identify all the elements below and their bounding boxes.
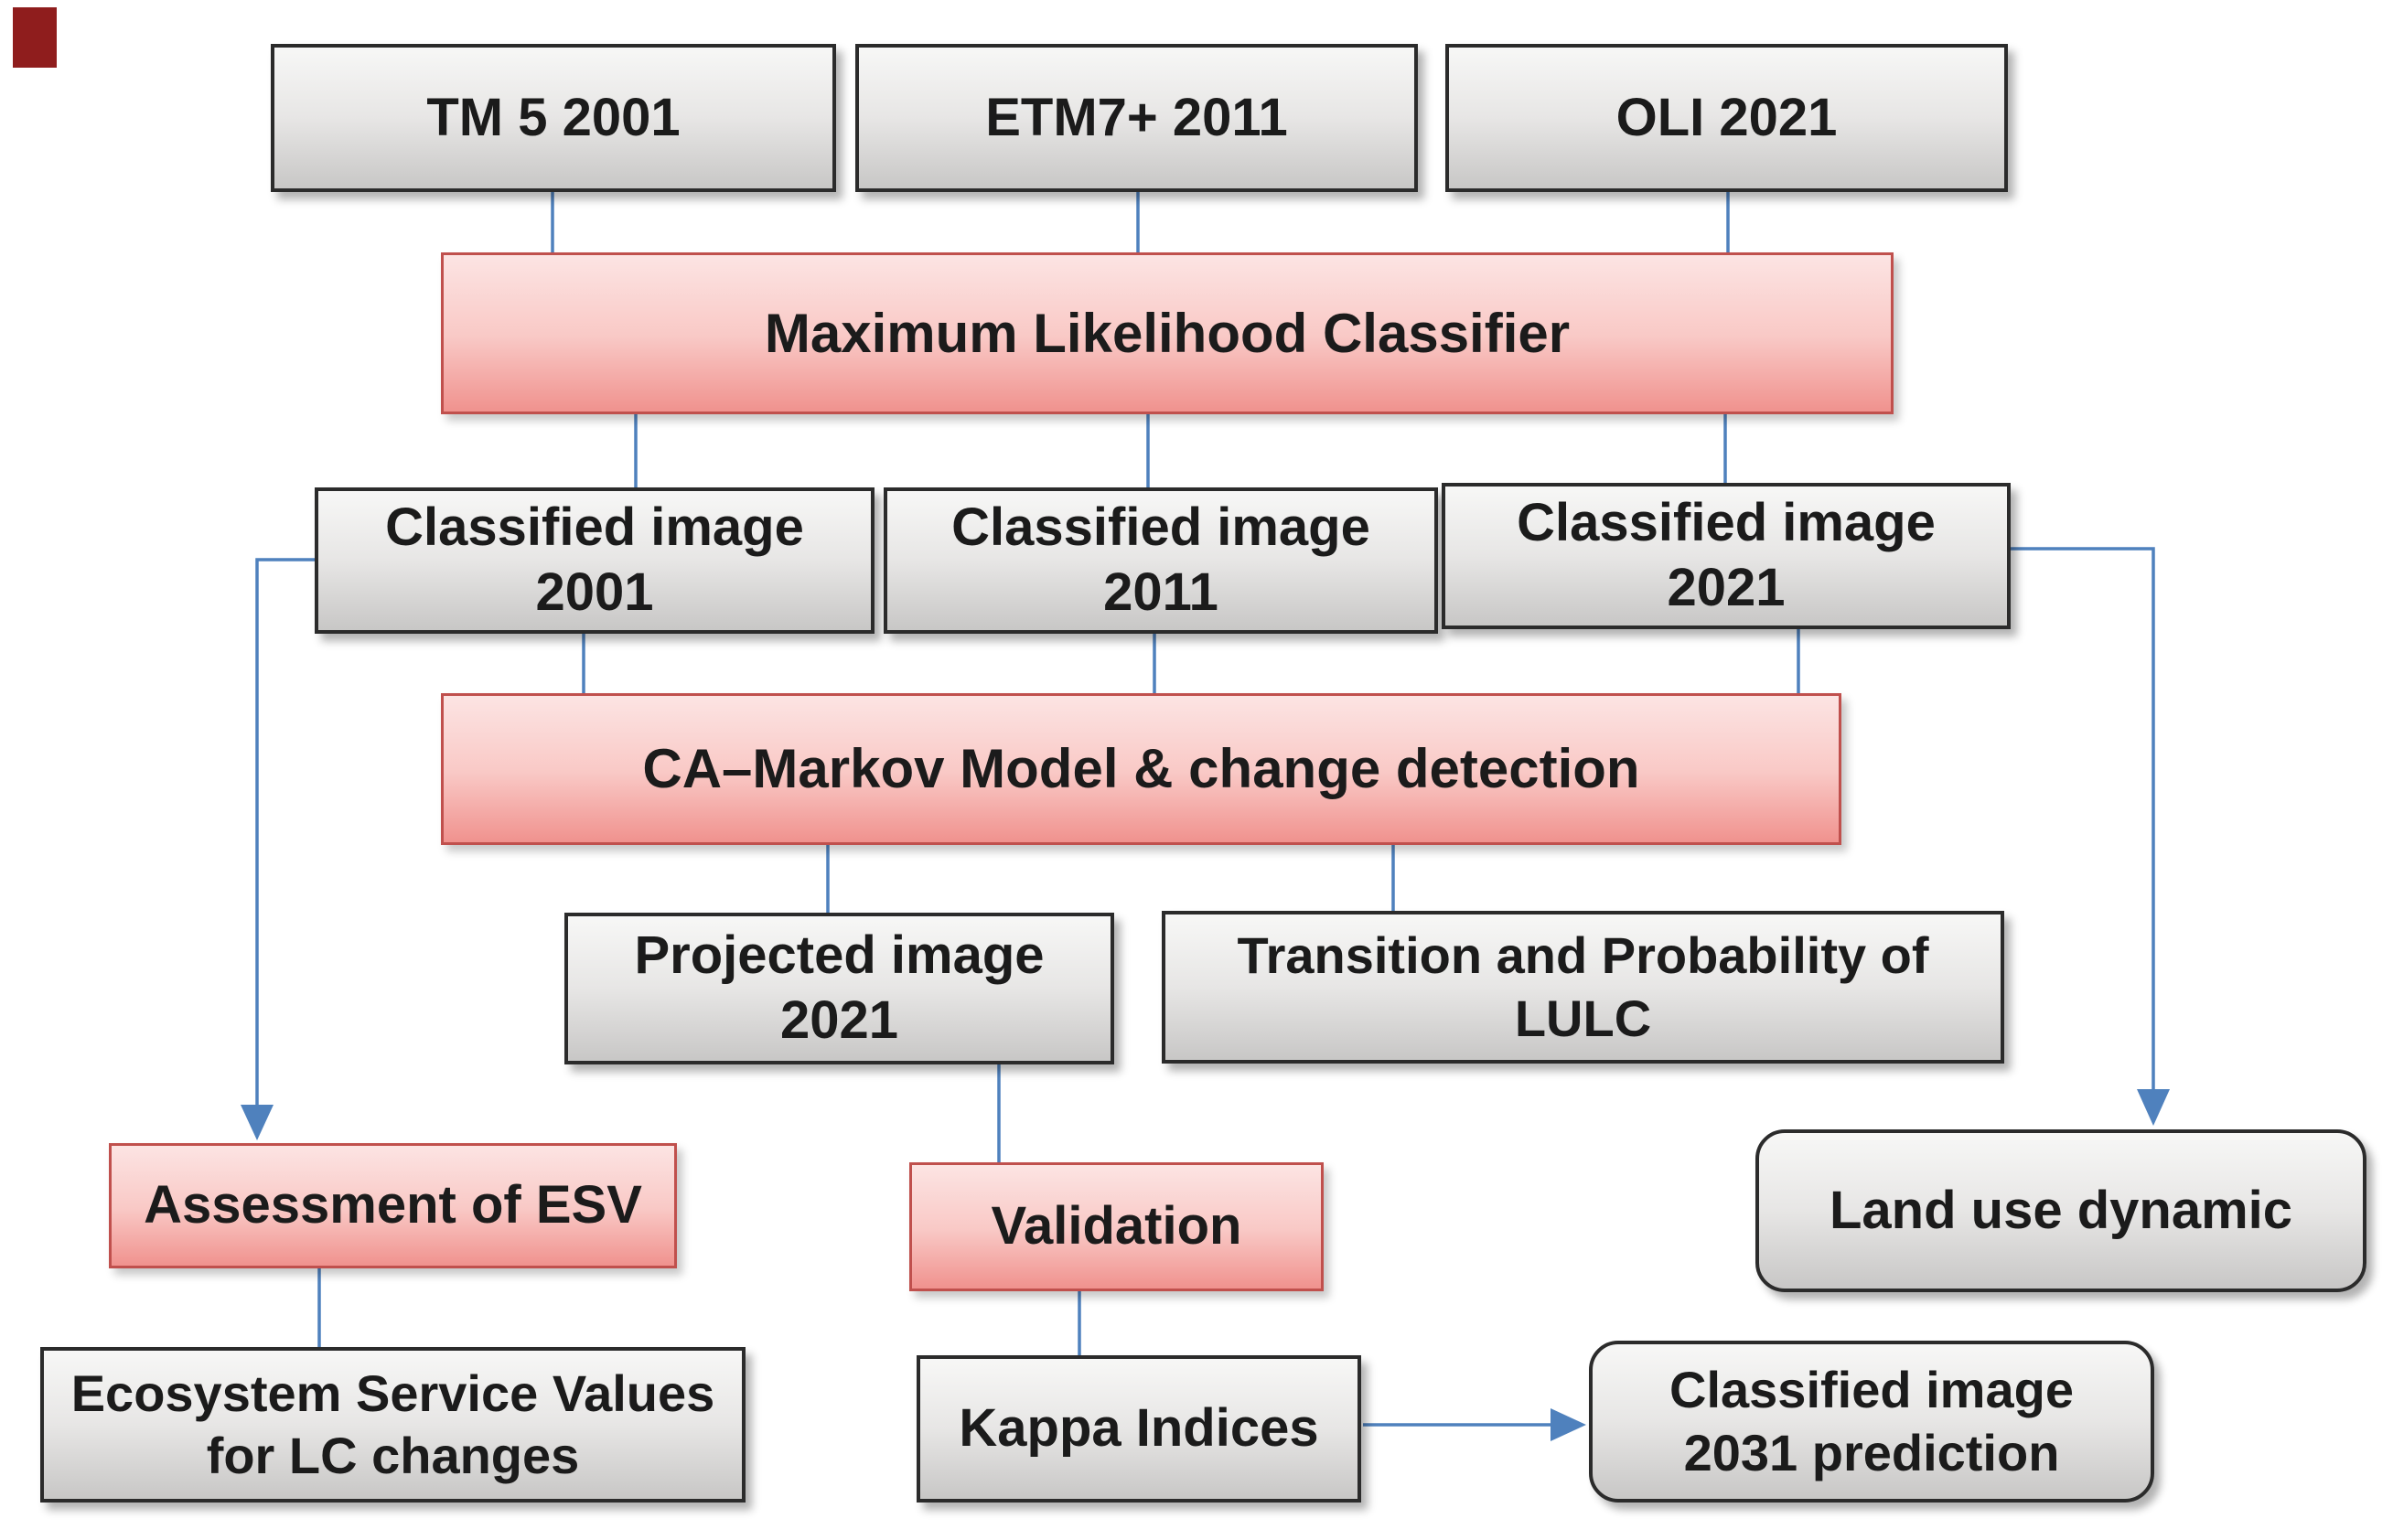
node-tm5-2001-label: TM 5 2001 — [426, 87, 681, 147]
node-classified-2011-label: Classified image 2011 — [951, 497, 1370, 622]
node-classified-2021-label: Classified image 2021 — [1517, 493, 1936, 617]
connector-c2021-to-landuse — [2009, 547, 2155, 1091]
node-etm7-2011-label: ETM7+ 2011 — [985, 87, 1288, 147]
arrowhead-landuse — [2137, 1089, 2170, 1126]
node-max-likelihood-classifier: Maximum Likelihood Classifier — [441, 252, 1894, 414]
node-transition-probability: Transition and Probability of LULC — [1162, 911, 2004, 1064]
node-validation-label: Validation — [991, 1196, 1242, 1257]
node-oli-2021-label: OLI 2021 — [1615, 87, 1838, 147]
node-land-use-dynamic-label: Land use dynamic — [1829, 1180, 2293, 1240]
node-transition-probability-label: Transition and Probability of LULC — [1237, 926, 1929, 1047]
node-projected-2021-label: Projected image 2021 — [634, 925, 1045, 1050]
node-validation: Validation — [909, 1162, 1324, 1291]
arrowhead-assessment — [241, 1105, 274, 1140]
node-kappa-indices: Kappa Indices — [917, 1355, 1361, 1503]
node-ca-markov: CA–Markov Model & change detection — [441, 693, 1841, 845]
node-assessment-esv-label: Assessment of ESV — [144, 1175, 642, 1235]
node-classified-2031-prediction-label: Classified image 2031 prediction — [1669, 1361, 2074, 1481]
node-classified-2001: Classified image 2001 — [315, 487, 875, 634]
node-etm7-2011: ETM7+ 2011 — [855, 44, 1418, 192]
node-classified-2011: Classified image 2011 — [884, 487, 1438, 634]
node-oli-2021: OLI 2021 — [1445, 44, 2008, 192]
arrowhead-prediction — [1551, 1408, 1586, 1441]
node-ca-markov-label: CA–Markov Model & change detection — [642, 738, 1640, 800]
node-ecosystem-service-values: Ecosystem Service Values for LC changes — [40, 1347, 746, 1503]
node-kappa-indices-label: Kappa Indices — [959, 1398, 1319, 1459]
node-land-use-dynamic: Land use dynamic — [1755, 1129, 2366, 1292]
corner-marker — [13, 7, 57, 68]
node-classified-2021: Classified image 2021 — [1442, 483, 2011, 629]
connector-c2001-to-assessment — [255, 558, 317, 1107]
node-ecosystem-service-values-label: Ecosystem Service Values for LC changes — [70, 1364, 715, 1484]
node-assessment-esv: Assessment of ESV — [109, 1143, 677, 1268]
node-tm5-2001: TM 5 2001 — [271, 44, 836, 192]
node-projected-2021: Projected image 2021 — [564, 913, 1114, 1064]
node-classified-2001-label: Classified image 2001 — [385, 497, 804, 622]
node-classified-2031-prediction: Classified image 2031 prediction — [1589, 1341, 2154, 1503]
node-mlc-label: Maximum Likelihood Classifier — [764, 302, 1571, 364]
